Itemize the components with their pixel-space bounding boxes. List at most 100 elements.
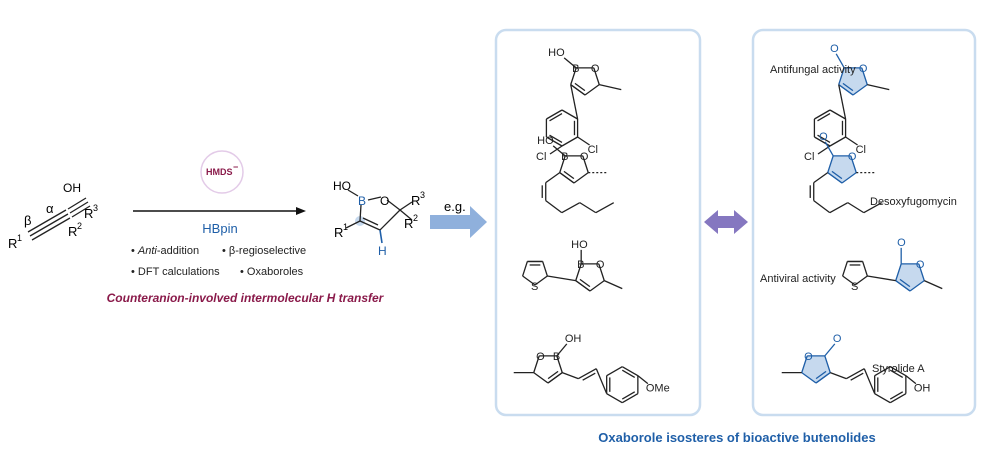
r1-label: R bbox=[8, 236, 17, 251]
bond bbox=[829, 136, 846, 147]
bond bbox=[549, 145, 563, 155]
bond bbox=[813, 172, 829, 184]
bond bbox=[867, 84, 890, 91]
bond bbox=[830, 372, 847, 380]
bond bbox=[874, 366, 891, 377]
bond bbox=[850, 372, 864, 381]
cl-label: Cl bbox=[536, 151, 546, 163]
bond bbox=[895, 280, 911, 292]
bond bbox=[863, 202, 883, 214]
bond bbox=[579, 278, 591, 288]
bond bbox=[570, 67, 577, 85]
reaction-caption: Counteranion-involved intermolecular H t… bbox=[107, 291, 385, 305]
bond bbox=[575, 263, 582, 281]
ho-label: HO bbox=[571, 239, 588, 251]
butenolide-ring-fill bbox=[801, 355, 831, 383]
bond bbox=[570, 84, 586, 96]
bond bbox=[547, 275, 576, 282]
bond bbox=[637, 375, 649, 385]
bond bbox=[549, 113, 563, 122]
bond bbox=[829, 202, 849, 214]
ho-label: HO bbox=[537, 135, 554, 147]
cl-label: Cl bbox=[804, 151, 814, 163]
bond bbox=[850, 155, 857, 173]
condition-bullets: • Anti-addition • β-regioselective • DFT… bbox=[131, 245, 306, 278]
r3-sup: 3 bbox=[420, 190, 425, 200]
b-label: B bbox=[358, 194, 366, 208]
bond bbox=[573, 172, 589, 184]
bond bbox=[552, 145, 566, 157]
bond bbox=[817, 113, 831, 122]
bullet-oxaboroles: • Oxaboroles bbox=[240, 266, 304, 278]
carbonyl-o: O bbox=[819, 131, 828, 143]
arrow-head bbox=[296, 207, 306, 215]
ring-o: O bbox=[596, 259, 605, 271]
carbonyl-o: O bbox=[897, 237, 906, 249]
bond bbox=[863, 368, 876, 394]
bond bbox=[621, 369, 636, 378]
bond bbox=[582, 372, 596, 381]
r3-label: R bbox=[84, 206, 93, 221]
cl-label: Cl bbox=[588, 144, 598, 156]
bond bbox=[924, 280, 943, 290]
activity-label: Antifungal activity bbox=[770, 64, 856, 76]
bond bbox=[841, 172, 857, 184]
bond bbox=[533, 372, 549, 384]
bond bbox=[867, 275, 896, 282]
bond bbox=[545, 200, 563, 214]
carbonyl-o: O bbox=[833, 333, 842, 345]
bond bbox=[599, 84, 622, 91]
bullet-regioselective: • β-regioselective bbox=[222, 245, 306, 257]
bond bbox=[838, 67, 845, 85]
b-label: B bbox=[577, 259, 584, 271]
bond bbox=[606, 366, 623, 377]
bond bbox=[889, 391, 904, 400]
bond bbox=[559, 155, 566, 173]
bond bbox=[577, 368, 597, 380]
r3-sup: 3 bbox=[93, 203, 98, 213]
bond bbox=[534, 275, 548, 286]
bond bbox=[842, 82, 854, 92]
oh-label: OH bbox=[565, 333, 582, 345]
bond bbox=[813, 200, 831, 214]
bond bbox=[595, 202, 615, 214]
bond bbox=[595, 368, 608, 394]
bond bbox=[827, 155, 834, 173]
r1-label: R bbox=[334, 225, 343, 240]
bond bbox=[889, 393, 907, 404]
bond bbox=[584, 84, 600, 96]
product-oxaborole bbox=[345, 189, 413, 231]
activity-label: Antiviral activity bbox=[760, 273, 836, 285]
butenolide-ring-fill bbox=[838, 67, 868, 95]
bullet-dft: • DFT calculations bbox=[131, 266, 220, 278]
beta-label: β bbox=[24, 213, 31, 228]
bond bbox=[861, 67, 868, 85]
bond bbox=[874, 393, 891, 404]
propargyl-alcohol bbox=[27, 197, 91, 241]
o-label: O bbox=[380, 194, 389, 208]
bond bbox=[546, 109, 563, 120]
bond bbox=[562, 372, 579, 380]
bond bbox=[561, 136, 578, 147]
bond bbox=[801, 372, 817, 384]
activity-label: Desoxyfugomycin bbox=[870, 196, 957, 208]
bond bbox=[574, 82, 586, 92]
bond bbox=[831, 170, 843, 180]
r1-sup: 1 bbox=[343, 222, 348, 232]
bond bbox=[545, 172, 561, 184]
r2-sup: 2 bbox=[77, 221, 82, 231]
ome-label: OMe bbox=[646, 383, 670, 395]
bond bbox=[824, 355, 831, 373]
bond bbox=[570, 84, 579, 120]
hmds-circle bbox=[200, 150, 244, 194]
bond bbox=[542, 261, 548, 277]
bond bbox=[842, 261, 848, 277]
butenolide-panel bbox=[751, 28, 977, 417]
b-label: B bbox=[553, 351, 560, 363]
alpha-label: α bbox=[46, 201, 54, 216]
hbpin-label: HBpin bbox=[202, 221, 237, 236]
s-label: S bbox=[851, 281, 858, 293]
butenolide-ring-fill bbox=[895, 263, 925, 291]
ho-label: HO bbox=[548, 47, 565, 59]
